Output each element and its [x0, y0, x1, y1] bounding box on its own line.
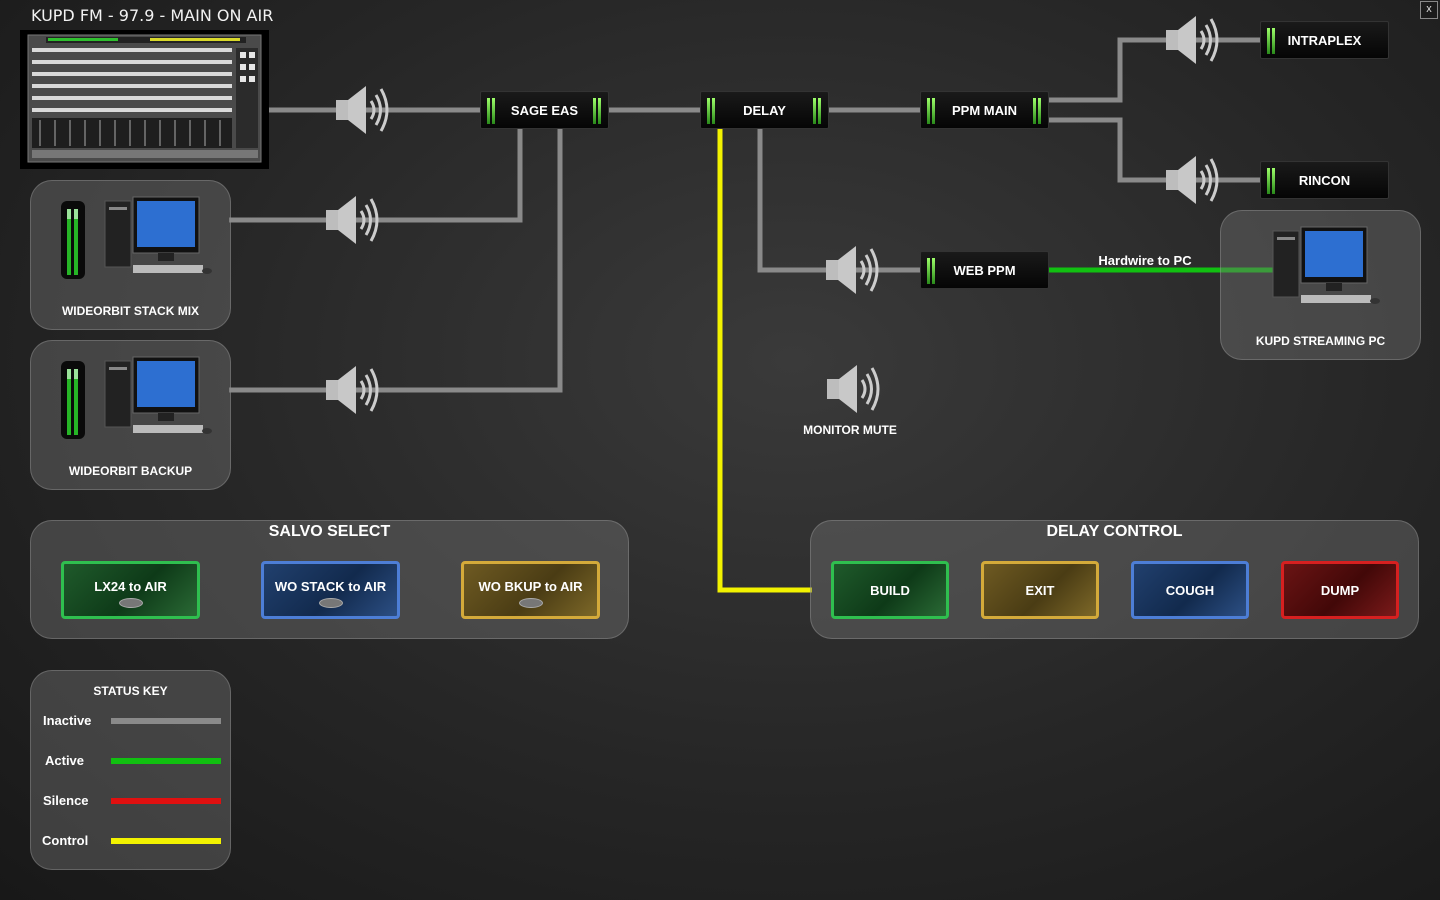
device-ppm-main[interactable]: PPM MAIN: [920, 91, 1049, 129]
device-rincon[interactable]: RINCON: [1260, 161, 1389, 199]
build-button[interactable]: BUILD: [831, 561, 949, 619]
monitor-mute-label: MONITOR MUTE: [803, 423, 897, 437]
status-led-icon: [118, 598, 143, 608]
speaker-icon-rincon: [1164, 154, 1219, 206]
key-label-inactive: Inactive: [43, 713, 92, 728]
meter-icon: [1033, 98, 1042, 124]
speaker-icon-intraplex: [1164, 14, 1219, 66]
key-label-control: Control: [42, 833, 89, 848]
salvo-select-panel: SALVO SELECT LX24 to AIR WO STACK to AIR…: [30, 520, 629, 639]
close-button[interactable]: x: [1420, 1, 1438, 19]
key-swatch-active: [111, 758, 221, 764]
device-label: PPM MAIN: [952, 102, 1017, 118]
speaker-icon-console: [334, 84, 389, 136]
source-label: WIDEORBIT BACKUP: [68, 464, 193, 478]
device-label: WEB PPM: [953, 262, 1016, 278]
device-web-ppm[interactable]: WEB PPM: [920, 251, 1049, 289]
speaker-icon-stack: [324, 194, 379, 246]
salvo-button-label: WO STACK to AIR: [274, 578, 387, 594]
key-swatch-control: [111, 838, 221, 844]
speaker-icon-webppm: [824, 244, 879, 296]
salvo-select-title: SALVO SELECT: [268, 523, 391, 540]
level-meter-icon: [61, 201, 85, 279]
meter-icon: [927, 98, 936, 124]
dump-button[interactable]: DUMP: [1281, 561, 1399, 619]
key-swatch-silence: [111, 798, 221, 804]
key-swatch-inactive: [111, 718, 221, 724]
window-title: KUPD FM - 97.9 - MAIN ON AIR: [31, 6, 274, 25]
meter-icon: [1267, 168, 1276, 194]
device-label: DELAY: [743, 102, 786, 118]
device-sage-eas[interactable]: SAGE EAS: [480, 91, 609, 129]
key-label-active: Active: [45, 753, 85, 768]
delay-control-title: DELAY CONTROL: [1046, 523, 1183, 540]
speaker-icon-backup: [324, 364, 379, 416]
device-intraplex[interactable]: INTRAPLEX: [1260, 21, 1389, 59]
speaker-icon: [825, 363, 880, 415]
cough-button[interactable]: COUGH: [1131, 561, 1249, 619]
device-label: RINCON: [1298, 172, 1351, 188]
monitor-mute-button[interactable]: [815, 362, 885, 416]
salvo-button-wo-bkup[interactable]: WO BKUP to AIR: [461, 561, 600, 619]
computer-icon: [103, 353, 213, 443]
device-label: INTRAPLEX: [1287, 32, 1362, 48]
meter-icon: [707, 98, 716, 124]
device-delay[interactable]: DELAY: [700, 91, 829, 129]
meter-icon: [813, 98, 822, 124]
meter-icon: [927, 258, 936, 284]
computer-icon: [1271, 223, 1381, 313]
salvo-button-lx24[interactable]: LX24 to AIR: [61, 561, 200, 619]
status-led-icon: [518, 598, 543, 608]
status-key-title: STATUS KEY: [93, 684, 168, 698]
hardwire-label: Hardwire to PC: [1098, 253, 1192, 268]
streaming-pc-panel[interactable]: KUPD STREAMING PC: [1220, 210, 1421, 360]
delay-control-panel: DELAY CONTROL BUILD EXIT COUGH DUMP: [810, 520, 1419, 639]
status-key-panel: STATUS KEY Inactive Active Silence Contr…: [30, 670, 231, 870]
meter-icon: [593, 98, 602, 124]
console-icon: [27, 34, 262, 163]
salvo-button-wo-stack[interactable]: WO STACK to AIR: [261, 561, 400, 619]
salvo-button-label: WO BKUP to AIR: [478, 578, 583, 594]
device-label: SAGE EAS: [510, 102, 579, 118]
streaming-pc-label: KUPD STREAMING PC: [1255, 334, 1386, 348]
meter-icon: [1267, 28, 1276, 54]
source-label: WIDEORBIT STACK MIX: [61, 304, 200, 318]
source-panel-backup[interactable]: WIDEORBIT BACKUP: [30, 340, 231, 490]
exit-button[interactable]: EXIT: [981, 561, 1099, 619]
salvo-button-label: LX24 to AIR: [94, 578, 167, 594]
mixing-console-image[interactable]: [20, 30, 269, 169]
computer-icon: [103, 193, 213, 283]
source-panel-stack-mix[interactable]: WIDEORBIT STACK MIX: [30, 180, 231, 330]
key-label-silence: Silence: [43, 793, 89, 808]
status-led-icon: [318, 598, 343, 608]
meter-icon: [487, 98, 496, 124]
level-meter-icon: [61, 361, 85, 439]
